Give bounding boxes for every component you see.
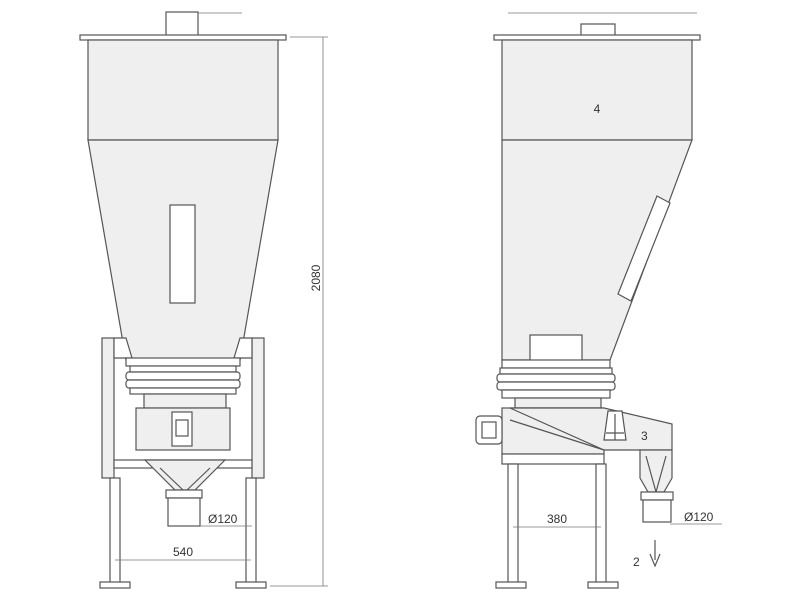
front-sight-window <box>169 204 196 304</box>
side-hopper-cone <box>501 139 693 361</box>
side-foot-left <box>495 581 527 589</box>
part-4-label: 4 <box>594 102 601 116</box>
front-flange-top <box>129 365 237 373</box>
front-motor-cap <box>143 393 227 409</box>
front-dimensions: 2080 540 Ø120 <box>115 36 328 587</box>
front-motor-window-inner <box>175 419 189 437</box>
side-foot-right <box>587 581 619 589</box>
side-base-plate <box>501 453 605 465</box>
front-funnel-line-2 <box>186 467 211 491</box>
part-2-label: 2 <box>633 555 640 569</box>
side-view: 4 3 <box>475 12 701 589</box>
front-funnel-line-1 <box>159 467 184 491</box>
front-outlet-pipe <box>167 497 201 527</box>
height-label: 2080 <box>309 264 323 291</box>
side-dimensions: 380 Ø120 2 <box>513 510 722 569</box>
front-ring-2 <box>125 379 241 389</box>
side-chute-edge <box>509 419 605 451</box>
diameter-front-label: Ø120 <box>208 512 238 526</box>
side-top-pipe <box>580 23 616 37</box>
side-handwheel-hub <box>481 421 497 439</box>
side-chute <box>509 407 673 451</box>
side-hopper-box <box>501 39 693 141</box>
side-lid <box>493 34 701 41</box>
side-leg-left <box>507 463 519 585</box>
front-flange-bottom <box>129 387 237 395</box>
side-leg-right <box>595 463 607 585</box>
side-discharge-hopper <box>639 449 673 493</box>
front-foot-left <box>99 581 131 589</box>
flow-arrow-head <box>649 553 661 568</box>
front-lid <box>79 34 287 41</box>
side-neck <box>501 359 611 369</box>
front-discharge-funnel <box>143 459 227 491</box>
width-front-label: 540 <box>173 545 193 559</box>
side-discharge-line-1 <box>645 455 657 493</box>
front-ring-1 <box>125 371 241 381</box>
front-leg-left <box>109 477 121 585</box>
front-view <box>79 11 287 589</box>
side-sight-window <box>617 195 671 302</box>
part-3-label: 3 <box>641 429 648 443</box>
diameter-side-label: Ø120 <box>684 510 714 524</box>
front-hopper-box <box>87 39 279 141</box>
side-discharge-line-2 <box>655 455 667 493</box>
side-outlet-flange <box>640 491 674 501</box>
side-motor-cap <box>514 397 602 409</box>
side-outlet-pipe <box>642 499 672 523</box>
front-leg-right <box>245 477 257 585</box>
side-flange-bottom <box>501 389 611 399</box>
side-flange-top <box>499 367 613 375</box>
side-ring-1 <box>496 373 616 383</box>
front-foot-right <box>235 581 267 589</box>
front-frame-right-plate <box>251 337 265 479</box>
side-ring-2 <box>496 381 616 391</box>
front-neck <box>125 357 241 367</box>
front-top-pipe <box>165 11 199 37</box>
front-frame-left-plate <box>101 337 115 479</box>
front-outlet-flange <box>165 489 203 499</box>
flow-arrow-icon <box>649 540 661 568</box>
width-side-label: 380 <box>547 512 567 526</box>
